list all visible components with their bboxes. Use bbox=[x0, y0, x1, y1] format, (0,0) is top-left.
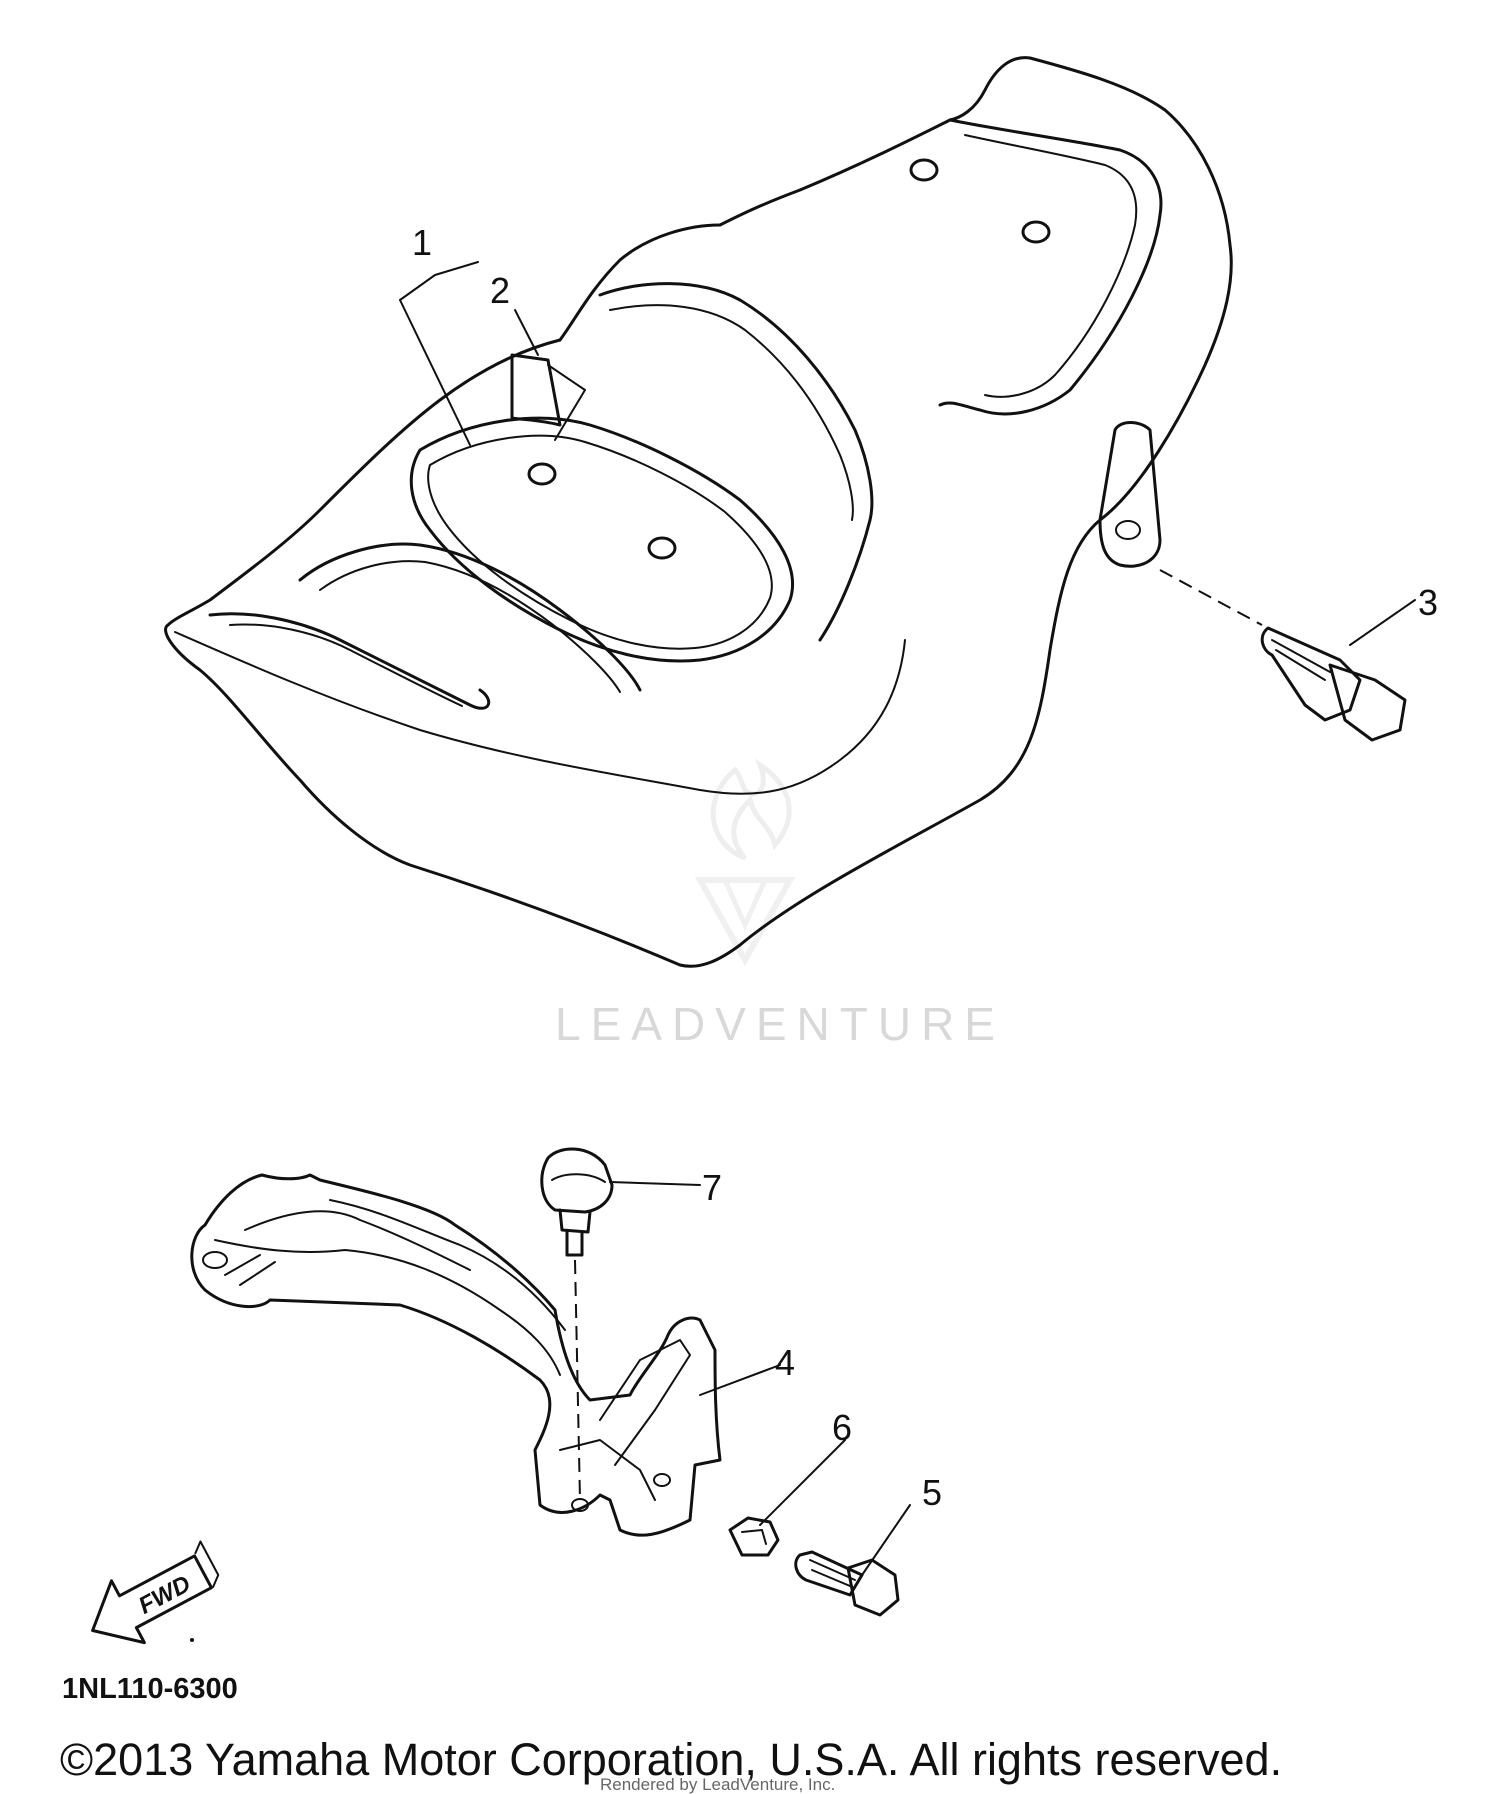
bolt-3-illustration bbox=[1159, 569, 1407, 742]
callout-7: 7 bbox=[702, 1167, 722, 1208]
callout-5: 5 bbox=[922, 1472, 942, 1513]
diagram-part-code: 1NL110-6300 bbox=[62, 1673, 238, 1705]
bracket-4-illustration bbox=[190, 1173, 722, 1537]
dot-mark bbox=[190, 1638, 194, 1642]
fine-print: Rendered by LeadVenture, Inc. bbox=[600, 1775, 835, 1794]
fwd-arrow-icon: FWD bbox=[91, 1540, 220, 1645]
seat-illustration bbox=[164, 56, 1233, 968]
callout-3: 3 bbox=[1418, 582, 1438, 623]
bolt-5-illustration bbox=[794, 1550, 900, 1617]
nut-6-illustration bbox=[728, 1516, 780, 1557]
watermark-text: LEADVENTURE bbox=[555, 998, 1005, 1050]
callout-6: 6 bbox=[832, 1407, 852, 1448]
callout-4: 4 bbox=[775, 1342, 795, 1383]
copyright-notice: ©2013 Yamaha Motor Corporation, U.S.A. A… bbox=[60, 1734, 1282, 1785]
leader-lines bbox=[399, 261, 1416, 1579]
callout-2: 2 bbox=[490, 270, 510, 311]
knob-7-illustration bbox=[540, 1147, 614, 1501]
watermark-logo bbox=[694, 758, 796, 967]
callout-1: 1 bbox=[412, 222, 432, 263]
